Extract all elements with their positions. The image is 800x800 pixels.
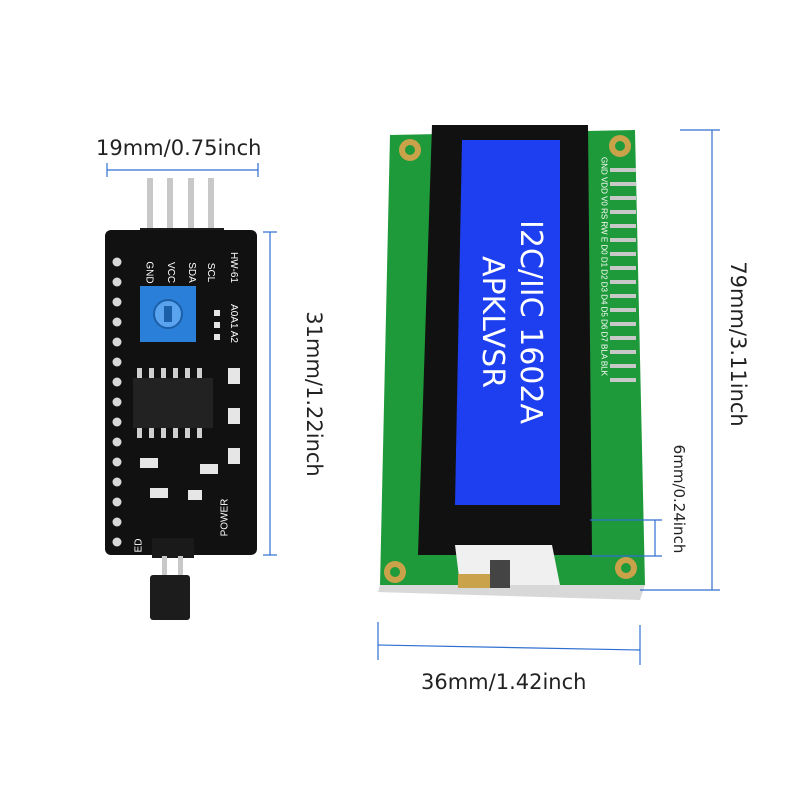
led-label: ED — [133, 538, 145, 553]
ic-chip — [133, 378, 213, 428]
backlight-jumper — [150, 538, 194, 620]
pin-label-sda: SDA — [185, 262, 197, 283]
pin-label-scl: SCL — [205, 262, 217, 283]
display-line-1: I2C/IIC 1602A — [513, 219, 548, 425]
lcd-header-label: GND VDD V0 RS RW E D0 D1 D2 D3 D4 D5 D6 … — [599, 156, 609, 377]
lcd-header-pins — [610, 168, 636, 382]
adapter-width-label: 19mm/0.75inch — [96, 136, 262, 160]
lcd-width-label: 36mm/1.42inch — [421, 670, 587, 694]
adapter-pin-labels: GND VCC SDA SCL — [140, 255, 230, 285]
mounting-holes — [384, 135, 637, 583]
power-label: POWER — [219, 498, 231, 537]
pin-label-gnd: GND — [143, 261, 155, 284]
lcd-width-line — [377, 644, 641, 651]
display-line-2: APKLVSR — [475, 255, 510, 389]
lcd-screen — [455, 140, 560, 505]
adapter-height-label: 31mm/1.22inch — [302, 311, 326, 477]
lcd-height-label: 79mm/3.11inch — [726, 261, 750, 427]
pin-label-vcc: VCC — [165, 261, 177, 284]
potentiometer — [140, 286, 196, 342]
adapter-model-label: HW-61 — [227, 252, 239, 283]
pin-height-label: 6mm/0.24inch — [670, 444, 688, 554]
address-label: A0A1 A2 — [227, 304, 239, 343]
lcd-bottom-connector — [455, 545, 560, 588]
adapter-side-pins — [112, 257, 122, 547]
